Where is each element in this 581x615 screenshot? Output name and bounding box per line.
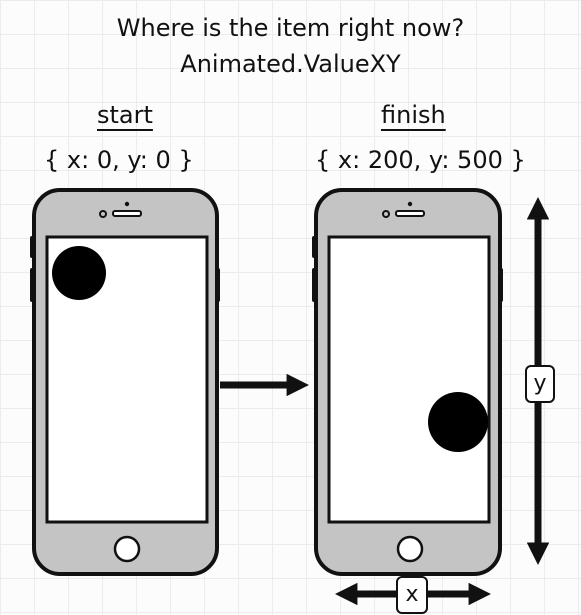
title-subtitle: Animated.ValueXY <box>180 50 401 78</box>
finish-phone-home-button-icon <box>396 535 424 563</box>
start-phone-speaker-icon <box>112 210 142 217</box>
title-question: Where is the item right now? <box>116 14 465 42</box>
y-axis-label: y <box>525 365 555 403</box>
start-phone-camera-icon <box>99 210 107 218</box>
start-coordinates: { x: 0, y: 0 } <box>44 146 194 174</box>
finish-phone-speaker-icon <box>395 210 425 217</box>
finish-phone <box>312 188 503 576</box>
start-phone <box>30 188 220 576</box>
x-axis-label: x <box>396 576 428 614</box>
finish-label: finish <box>381 101 446 129</box>
finish-phone-camera-icon <box>382 210 390 218</box>
finish-phone-item-circle <box>428 392 488 452</box>
finish-phone-sensor-icon <box>407 201 413 207</box>
start-phone-screen <box>45 235 209 524</box>
start-phone-sensor-icon <box>124 201 130 207</box>
finish-phone-screen <box>327 235 491 524</box>
start-label: start <box>97 101 153 129</box>
finish-coordinates: { x: 200, y: 500 } <box>315 146 526 174</box>
start-phone-home-button-icon <box>113 535 141 563</box>
start-phone-item-circle <box>52 246 106 300</box>
